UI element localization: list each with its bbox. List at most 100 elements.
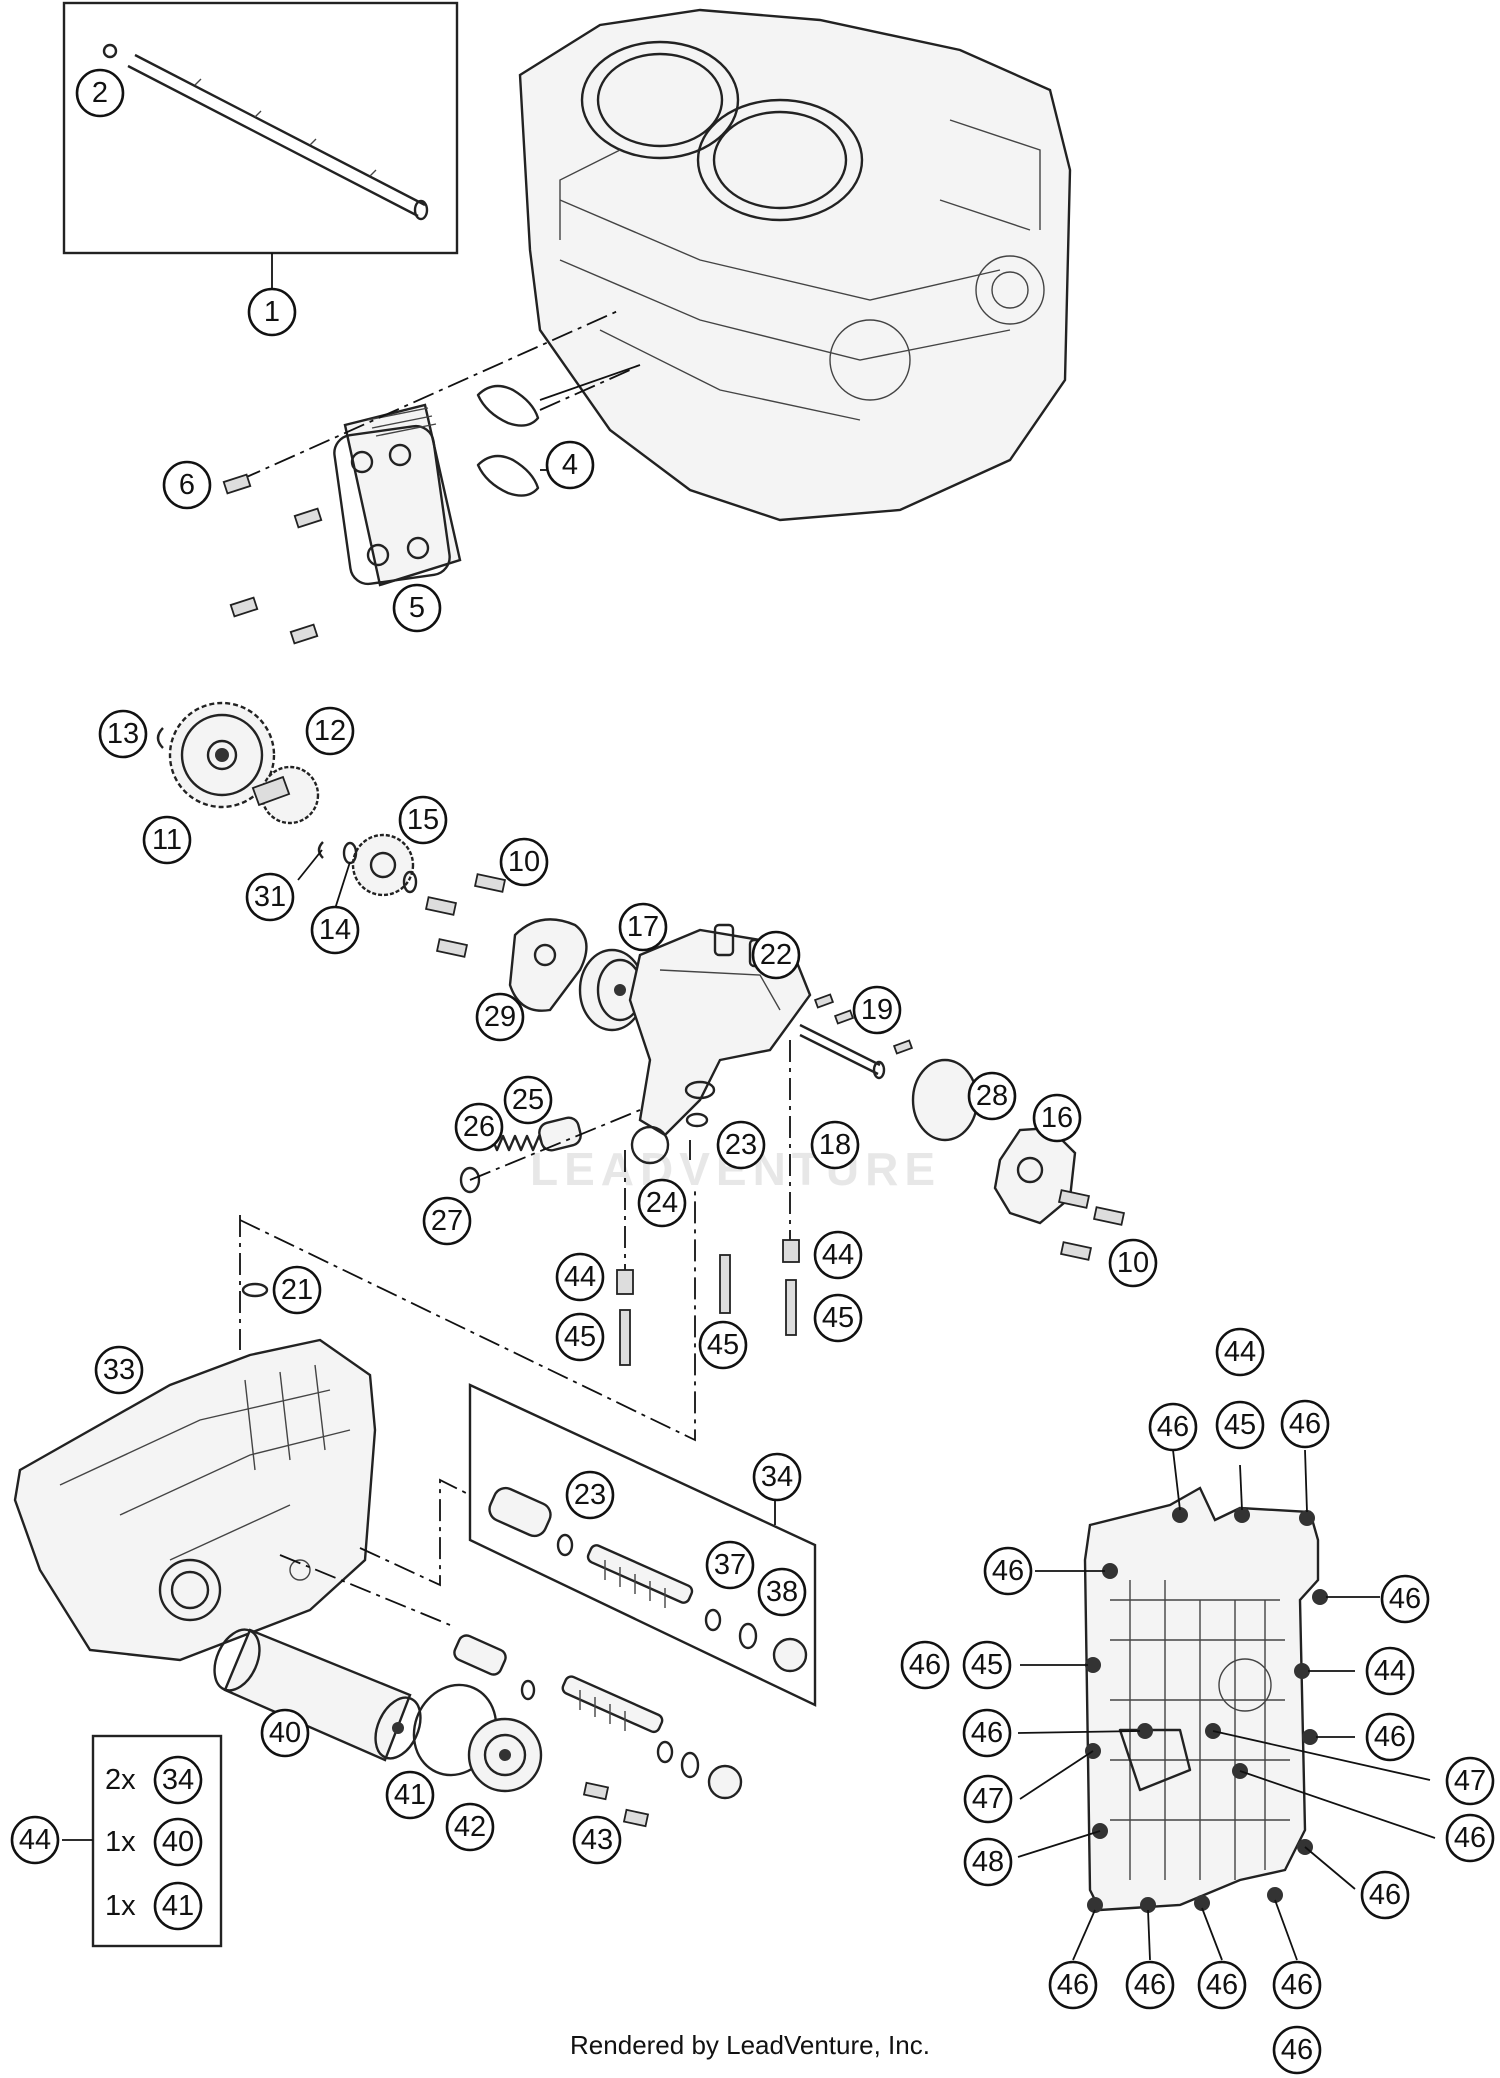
pin-19c	[892, 1039, 914, 1055]
crankcase-block-drawing	[518, 8, 1072, 522]
svg-text:4: 4	[562, 449, 578, 481]
callout-42: 42	[445, 1802, 495, 1852]
svg-text:15: 15	[407, 804, 439, 836]
callout-45-pan-top: 45	[1215, 1400, 1265, 1450]
svg-text:46: 46	[1281, 1969, 1313, 2001]
callout-46-pan-left-2: 47	[963, 1774, 1013, 1824]
callout-38: 38	[757, 1567, 807, 1617]
callout-28: 28	[967, 1071, 1017, 1121]
callout-45-mid-left: 45	[555, 1312, 605, 1362]
svg-text:46: 46	[1389, 1583, 1421, 1615]
callout-45-pan-bottom: 46	[1272, 2025, 1322, 2075]
svg-text:40: 40	[162, 1826, 194, 1858]
callout-46-pan-right-4: 46	[1360, 1870, 1410, 1920]
pump-cover-16-drawing	[993, 1126, 1077, 1225]
svg-text:18: 18	[819, 1129, 851, 1161]
gear-15-drawing	[351, 833, 415, 897]
piston-23-drawing	[488, 1486, 552, 1538]
svg-text:45: 45	[707, 1329, 739, 1361]
callout-41: 41	[385, 1770, 435, 1820]
svg-text:26: 26	[463, 1111, 495, 1143]
callout-43: 43	[572, 1815, 622, 1865]
svg-text:40: 40	[269, 1717, 301, 1749]
svg-text:41: 41	[162, 1890, 194, 1922]
svg-text:12: 12	[314, 715, 346, 747]
kit-part-41: 41	[153, 1881, 203, 1931]
callout-47-right: 47	[1445, 1756, 1495, 1806]
callout-6: 6	[162, 460, 212, 510]
oil-cooler-drawing	[333, 403, 462, 587]
callout-99: 44	[10, 1815, 60, 1865]
callout-46-pan-bottom-3: 46	[1197, 1960, 1247, 2010]
svg-text:44: 44	[822, 1239, 854, 1271]
callout-44-mid-right: 44	[813, 1230, 863, 1280]
callout-44-pan-left: 45	[962, 1640, 1012, 1690]
pin-19b	[833, 1009, 855, 1025]
callout-16: 16	[1032, 1093, 1082, 1143]
callout-12: 12	[305, 706, 355, 756]
svg-text:23: 23	[725, 1129, 757, 1161]
svg-text:17: 17	[627, 911, 659, 943]
svg-text:42: 42	[454, 1811, 486, 1843]
callout-46-pan-right-1: 46	[1380, 1574, 1430, 1624]
right-pan-bolts	[1085, 1507, 1328, 1913]
callout-34: 34	[752, 1452, 802, 1502]
svg-text:2: 2	[92, 77, 108, 109]
svg-text:46: 46	[1134, 1969, 1166, 2001]
svg-text:44: 44	[1224, 1336, 1256, 1368]
callout-18: 18	[810, 1120, 860, 1170]
svg-text:28: 28	[976, 1080, 1008, 1112]
callout-45-mid-center: 45	[698, 1320, 748, 1370]
callout-48: 46	[1445, 1813, 1495, 1863]
o-ring-23-drawing	[685, 1112, 709, 1128]
svg-text:34: 34	[162, 1764, 194, 1796]
svg-text:29: 29	[484, 1001, 516, 1033]
svg-text:14: 14	[319, 914, 351, 946]
svg-text:11: 11	[152, 824, 182, 856]
callout-46-pan-bottom-1: 46	[1048, 1960, 1098, 2010]
callout-46-pan-bottom-2: 46	[1125, 1960, 1175, 2010]
callout-27: 27	[422, 1196, 472, 1246]
oil-pan-33-drawing	[13, 1338, 377, 1662]
oil-filter-40-drawing	[213, 1628, 422, 1762]
svg-text:16: 16	[1041, 1102, 1073, 1134]
shaft-18-drawing	[799, 1023, 881, 1067]
svg-text:44: 44	[564, 1261, 596, 1293]
svg-text:22: 22	[760, 939, 792, 971]
svg-text:45: 45	[1224, 1409, 1256, 1441]
washer-14b	[402, 870, 418, 894]
svg-text:38: 38	[766, 1576, 798, 1608]
svg-text:21: 21	[281, 1274, 313, 1306]
svg-text:46: 46	[1289, 1408, 1321, 1440]
svg-text:41: 41	[394, 1779, 426, 1811]
callout-44-pan-top: 44	[1215, 1327, 1265, 1377]
o-rings-drawing	[476, 384, 540, 497]
svg-text:46: 46	[1157, 1411, 1189, 1443]
pin-19a	[813, 993, 835, 1009]
svg-text:45: 45	[971, 1649, 1003, 1681]
washer-27-drawing	[459, 1166, 481, 1194]
svg-text:46: 46	[909, 1649, 941, 1681]
callout-31: 31	[245, 872, 295, 922]
svg-text:46: 46	[1374, 1721, 1406, 1753]
part-1-group-box	[62, 1, 459, 255]
callout-46-pan-top-right: 46	[1280, 1399, 1330, 1449]
callout-45-pan-left: 46	[900, 1640, 950, 1690]
callout-37: 37	[705, 1540, 755, 1590]
spring-26-drawing	[483, 1134, 547, 1152]
svg-text:10: 10	[508, 846, 540, 878]
callout-46-pan-right-3: 46	[1365, 1712, 1415, 1762]
svg-text:13: 13	[107, 718, 139, 750]
callout-40: 40	[260, 1708, 310, 1758]
callout-10-right: 10	[1108, 1238, 1158, 1288]
circlip-31	[317, 841, 324, 859]
svg-text:24: 24	[646, 1187, 678, 1219]
callout-44-pan-bottom: 46	[1272, 1960, 1322, 2010]
callout-44-mid-left: 44	[555, 1252, 605, 1302]
svg-text:46: 46	[971, 1717, 1003, 1749]
svg-text:25: 25	[512, 1084, 544, 1116]
sleeve-44a	[616, 1269, 634, 1295]
svg-text:34: 34	[761, 1461, 793, 1493]
callout-22: 22	[751, 930, 801, 980]
